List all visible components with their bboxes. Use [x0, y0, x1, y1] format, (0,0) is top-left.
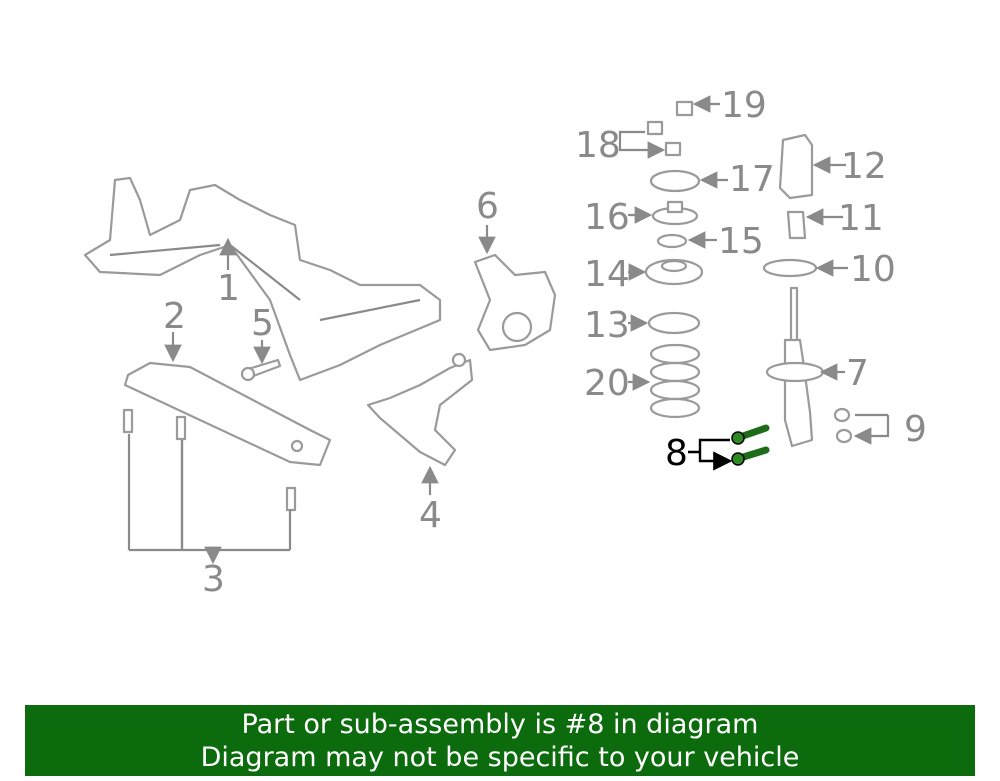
- info-banner: Part or sub-assembly is #8 in diagram Di…: [25, 705, 975, 776]
- callout-1[interactable]: 1: [217, 268, 240, 309]
- callout-16[interactable]: 16: [584, 197, 630, 238]
- callout-17[interactable]: 17: [729, 159, 775, 200]
- part-6-knuckle[interactable]: [473, 253, 557, 352]
- part-4-control-arm[interactable]: [366, 352, 474, 467]
- callout-15[interactable]: 15: [718, 221, 764, 262]
- part-1-subframe[interactable]: [83, 176, 442, 382]
- part-7-strut[interactable]: [765, 286, 825, 448]
- callout-7[interactable]: 7: [846, 353, 869, 394]
- part-8-bolts[interactable]: [731, 424, 770, 466]
- callout-10[interactable]: 10: [850, 249, 896, 290]
- callout-19[interactable]: 19: [721, 85, 767, 126]
- part-5-bolt[interactable]: [240, 358, 282, 382]
- callout-11[interactable]: 11: [838, 198, 884, 239]
- banner-line-2: Diagram may not be specific to your vehi…: [200, 742, 800, 773]
- part-15-bearing[interactable]: [656, 233, 688, 249]
- part-19-nut[interactable]: [675, 100, 694, 117]
- callout-9[interactable]: 9: [904, 409, 927, 450]
- part-12-boot[interactable]: [778, 133, 814, 200]
- callout-13[interactable]: 13: [584, 305, 630, 346]
- leader-lines: [127, 95, 890, 562]
- part-2-crossmember[interactable]: [123, 361, 332, 467]
- part-14-seat[interactable]: [644, 258, 704, 286]
- callout-4[interactable]: 4: [419, 495, 442, 536]
- part-9-nuts[interactable]: [833, 407, 853, 444]
- part-17-plate[interactable]: [649, 169, 701, 193]
- banner-line-1: Part or sub-assembly is #8 in diagram: [241, 709, 759, 740]
- part-16-mount[interactable]: [651, 200, 699, 226]
- callout-2[interactable]: 2: [163, 296, 186, 337]
- part-10-seat[interactable]: [762, 258, 818, 278]
- callout-8[interactable]: 8: [665, 433, 688, 474]
- callout-5[interactable]: 5: [251, 303, 274, 344]
- callout-12[interactable]: 12: [841, 146, 887, 187]
- callout-14[interactable]: 14: [584, 254, 630, 295]
- callout-6[interactable]: 6: [476, 186, 499, 227]
- part-11-bumper[interactable]: [786, 210, 807, 240]
- part-20-spring[interactable]: [649, 343, 701, 419]
- part-13-insulator[interactable]: [647, 311, 701, 335]
- callout-20[interactable]: 20: [584, 363, 630, 404]
- callout-3[interactable]: 3: [202, 559, 225, 600]
- callout-18[interactable]: 18: [575, 125, 621, 166]
